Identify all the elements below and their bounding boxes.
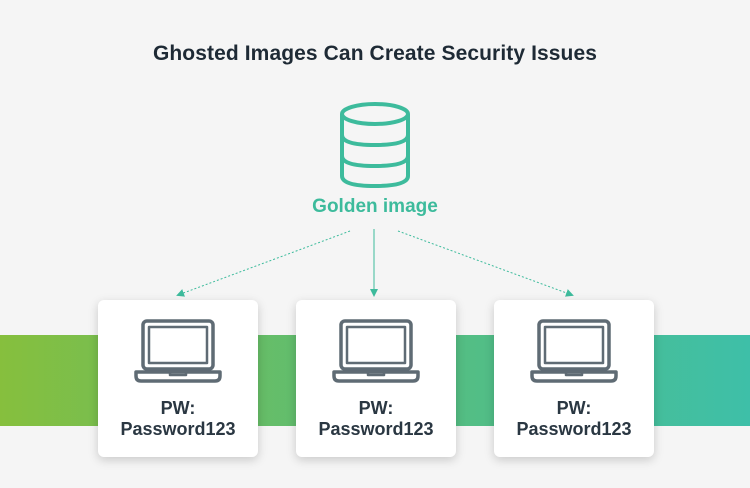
arrow-right (397, 230, 574, 297)
laptop-icon (134, 319, 222, 383)
target-card: PW: Password123 (296, 300, 456, 457)
target-card: PW: Password123 (98, 300, 258, 457)
password-text: PW: Password123 (296, 398, 456, 440)
golden-image-label: Golden image (312, 196, 438, 217)
database-icon (340, 102, 410, 189)
password-text: PW: Password123 (494, 398, 654, 440)
password-value: Password123 (318, 419, 434, 439)
password-text: PW: Password123 (98, 398, 258, 440)
diagram-title: Ghosted Images Can Create Security Issue… (152, 42, 598, 65)
password-label: PW: (556, 398, 592, 418)
arrow-left (176, 230, 351, 297)
password-label: PW: (358, 398, 394, 418)
target-card: PW: Password123 (494, 300, 654, 457)
password-value: Password123 (516, 419, 632, 439)
password-label: PW: (160, 398, 196, 418)
laptop-icon (530, 319, 618, 383)
password-value: Password123 (120, 419, 236, 439)
laptop-icon (332, 319, 420, 383)
